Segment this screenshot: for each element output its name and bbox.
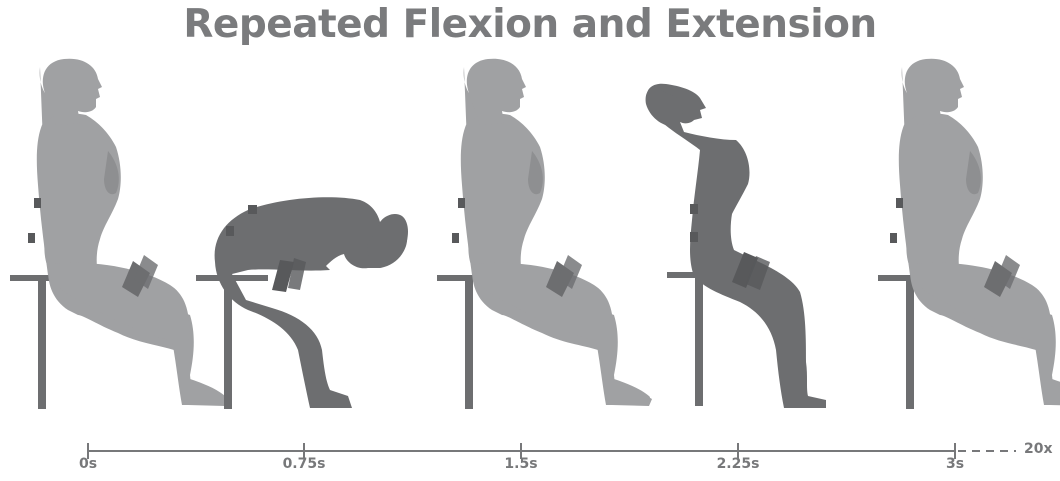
repeat-count-label: 20x [1024, 441, 1053, 457]
tick-label-0s: 0s [48, 456, 128, 472]
tick-label-2-25s: 2.25s [698, 456, 778, 472]
pose-flexion [196, 197, 408, 409]
tick-label-1-5s: 1.5s [481, 456, 561, 472]
pose-extension [646, 84, 826, 408]
tick-label-3s: 3s [915, 456, 995, 472]
pose-upright-1 [10, 59, 228, 409]
pose-upright-3 [878, 59, 1060, 409]
pose-upright-2 [437, 59, 652, 409]
tick-label-0-75s: 0.75s [264, 456, 344, 472]
